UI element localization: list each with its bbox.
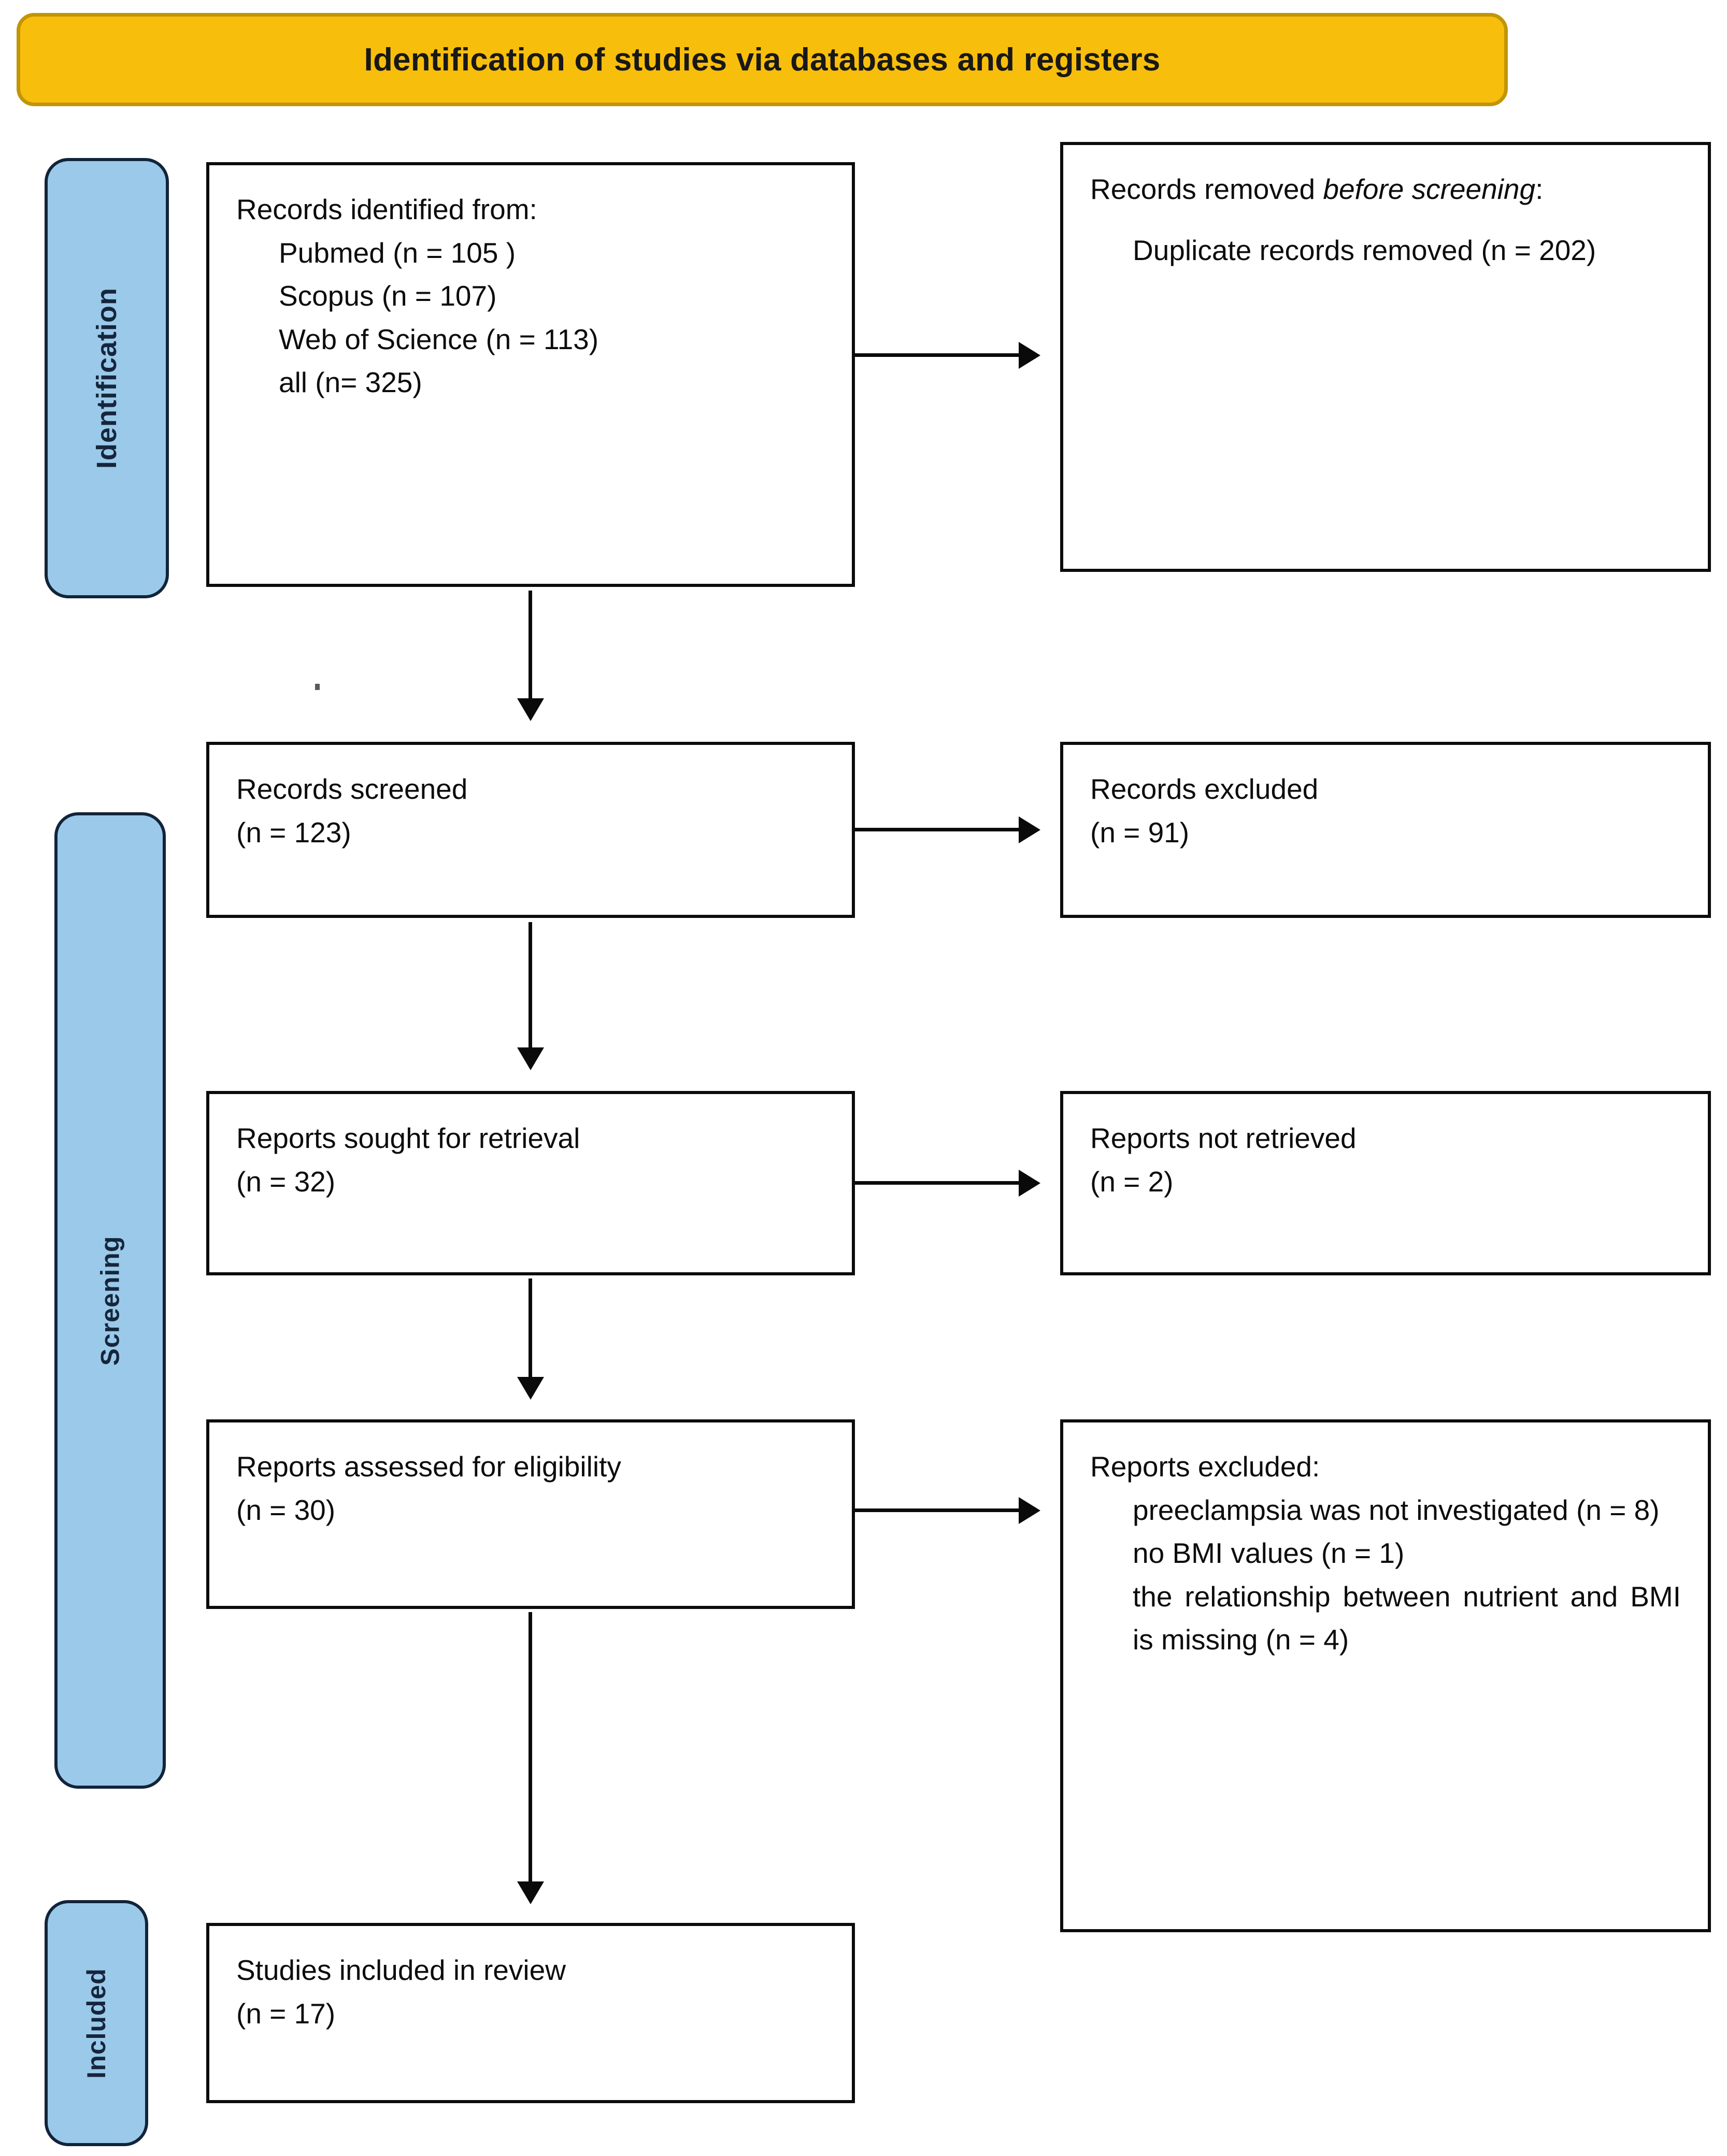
box-records-screened: Records screened (n = 123) [206,742,855,918]
box-studies-included: Studies included in review (n = 17) [206,1923,855,2103]
stage-tab-screening: Screening [54,812,166,1789]
page-title: Identification of studies via databases … [364,41,1161,78]
reports-not-retrieved-heading: Reports not retrieved [1090,1122,1357,1154]
box-records-excluded: Records excluded (n = 91) [1060,742,1711,918]
records-removed-spacer [1090,211,1681,229]
stage-tab-included-label: Included [82,1967,111,2079]
studies-included-count: (n = 17) [236,1997,336,2030]
records-identified-source-wos: Web of Science (n = 113) [279,323,599,355]
arrow-sought-to-assessed-icon [529,1278,532,1396]
diagram-header-banner: Identification of studies via databases … [17,13,1508,106]
arrow-screened-to-excluded-icon [855,828,1037,831]
records-identified-source-pubmed: Pubmed (n = 105 ) [279,236,516,269]
arrow-sought-to-not-retrieved-icon [855,1181,1037,1185]
box-reports-not-retrieved: Reports not retrieved (n = 2) [1060,1091,1711,1275]
box-records-identified: Records identified from: Pubmed (n = 105… [206,162,855,587]
reports-sought-count: (n = 32) [236,1165,336,1198]
records-identified-source-scopus: Scopus (n = 107) [279,280,497,312]
reports-excluded-heading: Reports excluded: [1090,1450,1320,1483]
stray-dot-artifact [315,684,320,690]
box-reports-sought: Reports sought for retrieval (n = 32) [206,1091,855,1275]
reports-excluded-reason-1: preeclampsia was not investigated (n = 8… [1133,1493,1660,1526]
records-removed-heading-part1: Records removed [1090,173,1323,205]
arrow-identified-to-screened-icon [529,591,532,717]
arrow-assessed-to-included-icon [529,1612,532,1900]
records-screened-heading: Records screened [236,773,468,805]
stage-tab-included: Included [45,1900,148,2146]
reports-assessed-count: (n = 30) [236,1493,336,1526]
reports-not-retrieved-count: (n = 2) [1090,1165,1174,1198]
box-records-removed: Records removed before screening: Duplic… [1060,142,1711,572]
records-removed-heading: Records removed before screening: [1090,168,1681,211]
reports-excluded-reason-2: no BMI values (n = 1) [1133,1537,1405,1570]
stage-tab-identification-label: Identification [91,288,122,469]
arrow-identified-to-removed-icon [855,353,1037,357]
reports-excluded-reason-3: the relationship between nutrient and BM… [1133,1580,1681,1656]
stage-tab-screening-label: Screening [95,1235,125,1366]
arrow-assessed-to-reports-excluded-icon [855,1508,1037,1512]
reports-assessed-heading: Reports assessed for eligibility [236,1450,621,1483]
box-reports-assessed: Reports assessed for eligibility (n = 30… [206,1419,855,1609]
studies-included-heading: Studies included in review [236,1954,566,1986]
records-excluded-heading: Records excluded [1090,773,1319,805]
records-identified-source-all: all (n= 325) [279,366,422,399]
records-excluded-count: (n = 91) [1090,816,1190,849]
records-removed-heading-colon: : [1535,173,1544,205]
reports-sought-heading: Reports sought for retrieval [236,1122,580,1154]
stage-tab-identification: Identification [45,158,169,598]
box-reports-excluded-reasons: Reports excluded: preeclampsia was not i… [1060,1419,1711,1932]
arrow-screened-to-sought-icon [529,922,532,1066]
records-removed-heading-emphasis: before screening [1323,173,1536,205]
records-removed-duplicates: Duplicate records removed (n = 202) [1133,234,1596,266]
records-screened-count: (n = 123) [236,816,351,849]
records-identified-heading: Records identified from: [236,193,537,225]
